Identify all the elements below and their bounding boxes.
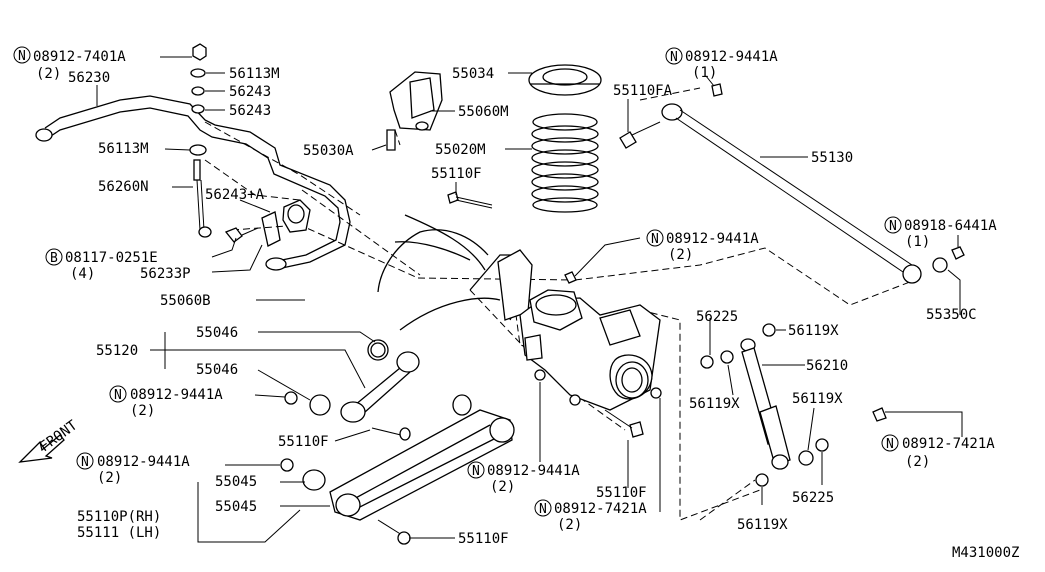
label-washer-a: 56243	[229, 84, 271, 100]
label-lateral-rod: 55130	[811, 150, 853, 166]
part-labels: 08912-7401A (2) 56230 56113M 56243 56243…	[33, 49, 1019, 561]
label-bush-shock-b: 56119X	[689, 396, 740, 412]
label-shock-absorber: 56210	[806, 358, 848, 374]
nut-symbol: N	[472, 464, 480, 479]
label-nut-9441-left: 08912-9441A	[130, 387, 223, 403]
nut-symbol: N	[81, 455, 89, 470]
label-nut-9441-top-qty: (1)	[692, 65, 717, 81]
nut-symbol: N	[651, 232, 659, 247]
bumper-bracket	[386, 71, 443, 151]
label-nut-6441: 08918-6441A	[904, 218, 997, 234]
label-seat-shock-a: 56225	[696, 309, 738, 325]
label-bolt-b-qty: (4)	[70, 266, 95, 282]
label-seat-shock-b: 56225	[792, 490, 834, 506]
label-stabilizer-bar: 56230	[68, 70, 110, 86]
label-nut-top-left: 08912-7401A	[33, 49, 126, 65]
body-frame-sketch	[377, 214, 533, 331]
label-bolt-b: 08117-0251E	[65, 250, 158, 266]
rear-axle	[519, 271, 662, 438]
label-nut-7421-right: 08912-7421A	[902, 436, 995, 452]
label-bushing-b: 56113M	[98, 141, 149, 157]
nut-symbol: N	[18, 49, 26, 64]
nut-symbol: N	[670, 50, 678, 65]
label-stab-link: 56260N	[98, 179, 149, 195]
nut-symbol: N	[889, 219, 897, 234]
bolt-symbol: B	[50, 251, 58, 266]
label-nut-9441-left-qty: (2)	[130, 403, 155, 419]
label-coil-spring: 55020M	[435, 142, 486, 158]
label-upper-link: 55120	[96, 343, 138, 359]
label-bumper: 55060M	[458, 104, 509, 120]
spring-seat	[528, 64, 602, 96]
lateral-rod	[619, 83, 965, 284]
label-bolt-fa: 55110FA	[613, 83, 673, 99]
label-bumper-nut: 55060B	[160, 293, 211, 309]
label-seat-upper: 55034	[452, 66, 494, 82]
symbol-circles: N N N N B N N N N N	[13, 46, 902, 517]
bolt-55110f-upper	[447, 191, 493, 209]
top-left-hardware	[189, 43, 259, 243]
label-nut-9441-bottom: 08912-9441A	[487, 463, 580, 479]
label-front-arrow: FRONT	[37, 417, 81, 455]
lower-link	[280, 394, 515, 545]
label-bolt-f: 55110F	[431, 166, 482, 182]
label-bracket: 56233P	[140, 266, 191, 282]
nut-symbol: N	[114, 388, 122, 403]
label-bolt-f-left: 55110F	[278, 434, 329, 450]
label-nut-9441-lower: 08912-9441A	[97, 454, 190, 470]
label-nut-6441-qty: (1)	[905, 234, 930, 250]
label-nut-9441-center: 08912-9441A	[666, 231, 759, 247]
label-bushing-lower-b: 55045	[215, 499, 257, 515]
label-washer-c: 55350C	[926, 307, 977, 323]
label-nut-9441-center-qty: (2)	[668, 247, 693, 263]
upper-link	[284, 339, 420, 441]
label-bushing-upper-b: 55046	[196, 362, 238, 378]
label-bushing-a: 56113M	[229, 66, 280, 82]
label-lower-link-rh: 55110P(RH)	[77, 509, 161, 525]
leader-lines	[96, 56, 963, 543]
label-nut-7421-right-qty: (2)	[905, 454, 930, 470]
label-lower-link-lh: 55111 (LH)	[77, 525, 161, 541]
nut-symbol: N	[886, 437, 894, 452]
label-washer-b: 56243	[229, 103, 271, 119]
label-washer-set: 56243+A	[205, 187, 265, 203]
label-bush-shock-a: 56119X	[788, 323, 839, 339]
shock-absorber	[700, 323, 887, 487]
coil-spring	[531, 113, 599, 213]
label-nut-9441-bottom-qty: (2)	[490, 479, 515, 495]
label-bush-shock-d: 56119X	[737, 517, 788, 533]
label-bolt-f-bottom: 55110F	[458, 531, 509, 547]
label-nut-9441-top: 08912-9441A	[685, 49, 778, 65]
label-bolt-f-axle: 55110F	[596, 485, 647, 501]
label-bush-shock-c: 56119X	[792, 391, 843, 407]
label-bound-bumper: 55030A	[303, 143, 354, 159]
label-nut-7421-bottom: 08912-7421A	[554, 501, 647, 517]
nut-symbol: N	[539, 502, 547, 517]
front-arrow	[18, 434, 65, 463]
label-bushing-upper-a: 55046	[196, 325, 238, 341]
label-diagram-code: M431000Z	[952, 545, 1019, 561]
stabilizer-bar	[35, 95, 351, 271]
label-nut-9441-lower-qty: (2)	[97, 470, 122, 486]
label-nut-7421-bottom-qty: (2)	[557, 517, 582, 533]
label-nut-top-left-qty: (2)	[36, 66, 61, 82]
label-bushing-lower-a: 55045	[215, 474, 257, 490]
